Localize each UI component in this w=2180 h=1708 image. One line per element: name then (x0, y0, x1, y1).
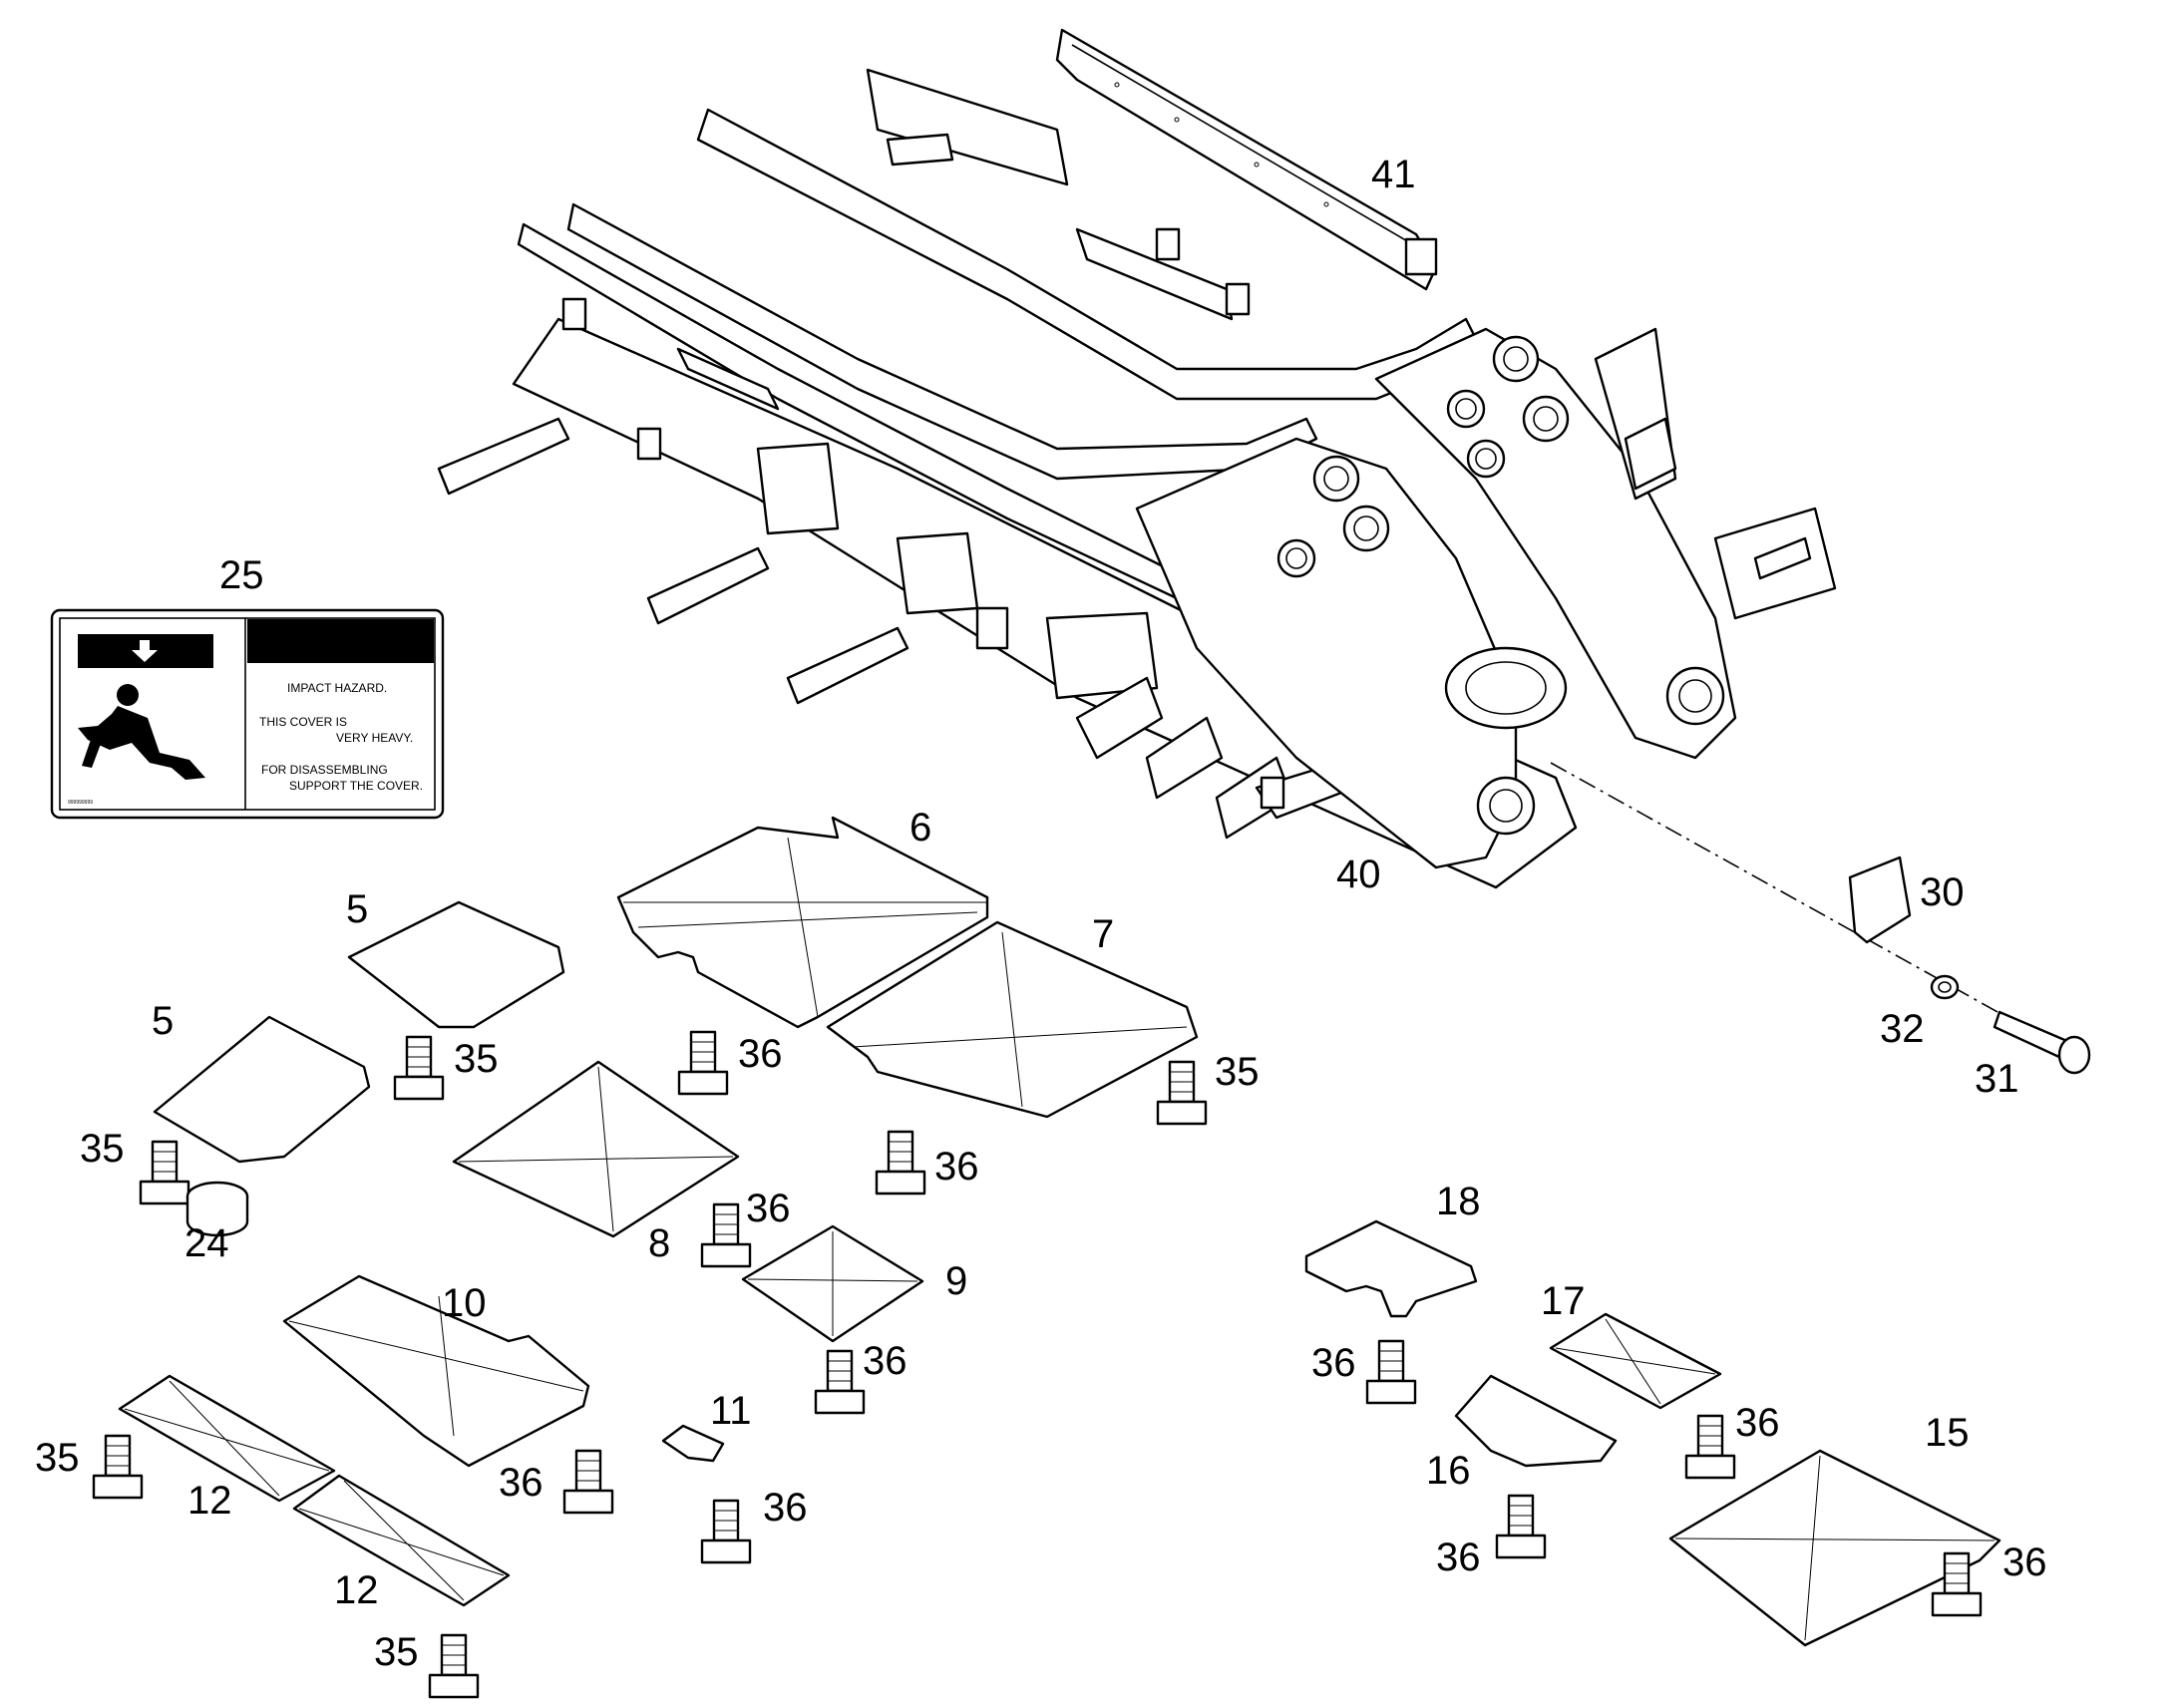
callout-36-h: 36 (763, 1486, 808, 1530)
callout-5-lower: 5 (152, 999, 174, 1043)
callout-36-g: 36 (499, 1461, 544, 1505)
bushing-24 (185, 1181, 249, 1237)
cover-plates (118, 816, 2001, 1647)
callout-40: 40 (1336, 853, 1381, 896)
callouts: 41 25 6 5 7 5 40 30 32 31 35 36 35 35 36… (35, 153, 2047, 1674)
callout-35-b: 35 (1215, 1050, 1260, 1094)
top-rail-41 (1055, 28, 1438, 291)
callout-11: 11 (710, 1389, 752, 1433)
label-line-4: FOR DISASSEMBLING (261, 763, 388, 777)
callout-36-c: 36 (746, 1187, 791, 1230)
callout-12-lower: 12 (334, 1568, 379, 1612)
callout-31: 31 (1975, 1057, 2019, 1101)
washer-32 (1930, 974, 1960, 1000)
callout-35-e: 35 (374, 1630, 419, 1674)
label-line-2: THIS COVER IS (259, 715, 347, 729)
callout-10: 10 (442, 1281, 487, 1325)
main-frame (437, 68, 1837, 889)
callout-36-f: 36 (1735, 1401, 1780, 1445)
callout-5-upper: 5 (346, 887, 368, 931)
callout-18: 18 (1436, 1180, 1481, 1223)
callout-36-d: 36 (863, 1339, 908, 1383)
callout-15: 15 (1925, 1411, 1970, 1455)
callout-35-c: 35 (80, 1127, 125, 1171)
callout-36-i: 36 (1436, 1536, 1481, 1579)
callout-36-a: 36 (738, 1032, 783, 1076)
plate-30 (1848, 855, 1912, 944)
label-code: 999999999 (68, 800, 93, 806)
callout-41: 41 (1371, 153, 1416, 196)
callout-25: 25 (219, 553, 264, 597)
callout-32: 32 (1880, 1007, 1925, 1051)
callout-36-j: 36 (2002, 1540, 2047, 1584)
callout-7: 7 (1092, 912, 1114, 956)
callout-35-a: 35 (454, 1037, 499, 1081)
callout-36-e: 36 (1311, 1341, 1356, 1385)
callout-6: 6 (909, 806, 931, 850)
callout-9: 9 (945, 1259, 967, 1303)
label-line-1: IMPACT HAZARD. (287, 681, 387, 695)
crushed-person-icon (78, 684, 205, 780)
callout-36-b: 36 (934, 1145, 979, 1189)
callout-8: 8 (648, 1221, 670, 1265)
label-line-5: SUPPORT THE COVER. (289, 779, 423, 793)
warning-label-25: IMPACT HAZARD. THIS COVER IS VERY HEAVY.… (50, 608, 445, 820)
callout-12-upper: 12 (187, 1479, 232, 1523)
callout-24: 24 (184, 1221, 229, 1265)
callout-17: 17 (1541, 1279, 1586, 1323)
callout-30: 30 (1920, 870, 1965, 914)
callout-35-d: 35 (35, 1436, 80, 1480)
pin-assembly (1550, 762, 2091, 1075)
label-line-3: VERY HEAVY. (336, 731, 413, 745)
callout-16: 16 (1426, 1449, 1471, 1493)
down-arrow-icon (132, 640, 158, 662)
bolts (92, 1030, 1983, 1699)
